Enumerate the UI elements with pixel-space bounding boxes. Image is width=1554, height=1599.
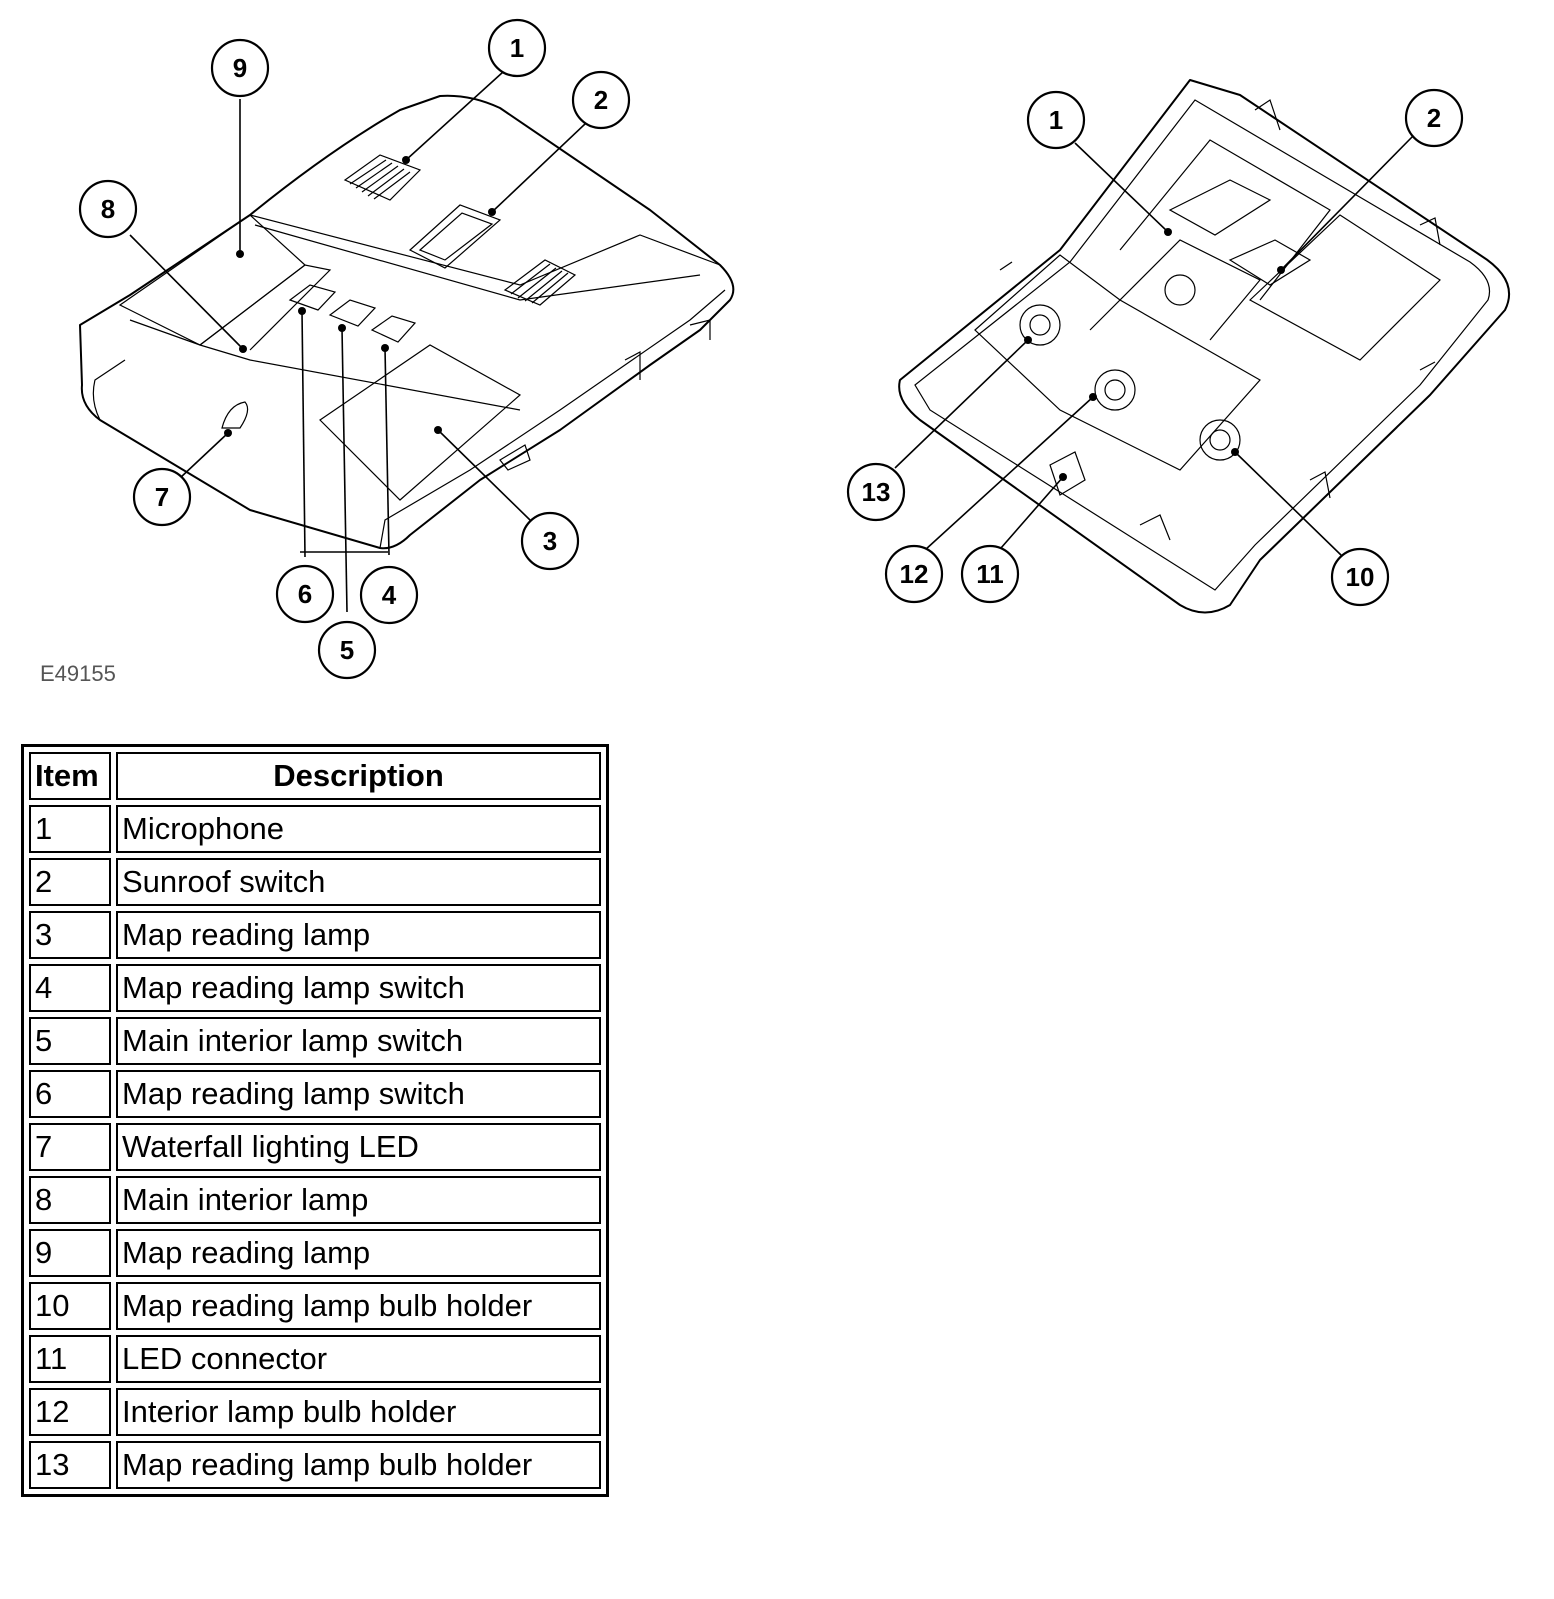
item-number: 3 [29,911,111,959]
item-number: 9 [29,1229,111,1277]
callout-left-2: 2 [571,70,631,130]
item-description: Waterfall lighting LED [116,1123,601,1171]
bulb-holder-13 [1019,304,1061,346]
map-lamp-lens-right [319,344,522,501]
svg-text:4: 4 [382,580,397,610]
item-description: Main interior lamp [116,1176,601,1224]
sunroof-switch [408,204,502,269]
item-number: 7 [29,1123,111,1171]
console-interior-view [898,79,1510,614]
console-exterior-view [79,94,735,550]
svg-text:11: 11 [976,559,1004,589]
waterfall-led [221,401,249,429]
item-number: 13 [29,1441,111,1489]
item-number: 6 [29,1070,111,1118]
item-description: Main interior lamp switch [116,1017,601,1065]
legend-header-row: Item Description [29,752,601,800]
item-description: Map reading lamp bulb holder [116,1282,601,1330]
callout-left-9: 9 [210,38,270,98]
item-description: Microphone [116,805,601,853]
left-view-leaders [129,71,586,613]
callout-right-12: 12 [884,544,944,604]
svg-text:2: 2 [1427,103,1441,133]
callout-left-8: 8 [78,179,138,239]
main-lamp-lens [118,214,306,346]
callout-right-11: 11 [960,544,1020,604]
item-description: Map reading lamp [116,911,601,959]
item-description: Map reading lamp bulb holder [116,1441,601,1489]
callout-right-2: 2 [1404,88,1464,148]
callout-right-1: 1 [1026,90,1086,150]
item-description: Map reading lamp [116,1229,601,1277]
item-number: 2 [29,858,111,906]
svg-text:1: 1 [510,33,524,63]
callout-left-5: 5 [317,620,377,680]
svg-text:10: 10 [1346,562,1375,592]
item-number: 10 [29,1282,111,1330]
item-number: 1 [29,805,111,853]
svg-text:2: 2 [594,85,608,115]
switch-bank [288,284,417,343]
microphone-unit [1164,274,1196,306]
item-number: 4 [29,964,111,1012]
svg-text:1: 1 [1049,105,1063,135]
item-description: Map reading lamp switch [116,964,601,1012]
item-number: 5 [29,1017,111,1065]
callout-left-4: 4 [359,565,419,625]
bulb-holder-12 [1094,369,1136,411]
callout-left-6: 6 [275,564,335,624]
callout-right-10: 10 [1330,547,1390,607]
rear-grille [503,259,577,306]
item-number: 12 [29,1388,111,1436]
item-number: 8 [29,1176,111,1224]
item-number: 11 [29,1335,111,1383]
header-description: Description [116,752,601,800]
svg-text:9: 9 [233,53,247,83]
svg-text:7: 7 [155,482,169,512]
header-item: Item [29,752,111,800]
callout-left-7: 7 [132,467,192,527]
svg-text:13: 13 [862,477,891,507]
microphone-grille [343,154,422,201]
svg-text:8: 8 [101,194,115,224]
callout-left-3: 3 [520,511,580,571]
item-description: Sunroof switch [116,858,601,906]
callout-left-1: 1 [487,18,547,78]
svg-text:12: 12 [900,559,929,589]
figure-reference-code: E49155 [40,661,116,686]
right-view-leaders [894,134,1415,556]
callout-right-13: 13 [846,462,906,522]
svg-text:5: 5 [340,635,354,665]
svg-text:3: 3 [543,526,557,556]
console-housing-outline [79,94,735,550]
interior-housing-outline [898,79,1510,614]
item-description: Map reading lamp switch [116,1070,601,1118]
overhead-console-diagram: 1 2 3 4 5 6 7 8 9 [78,18,1510,680]
svg-text:6: 6 [298,579,312,609]
item-description: LED connector [116,1335,601,1383]
item-description: Interior lamp bulb holder [116,1388,601,1436]
bulb-holder-10 [1199,419,1241,461]
